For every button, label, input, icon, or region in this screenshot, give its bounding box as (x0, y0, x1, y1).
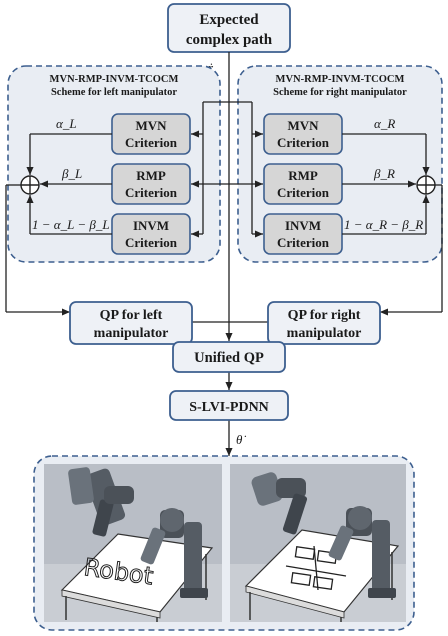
right-rmp-line2: Criterion (277, 185, 330, 200)
right-sum-node (416, 175, 436, 195)
theta-dot-label: θ̇ (236, 432, 246, 447)
left-rmp-line2: Criterion (125, 185, 178, 200)
left-rmp-line1: RMP (136, 168, 166, 183)
left-mvn-line2: Criterion (125, 135, 178, 150)
right-robot-arm-a (251, 472, 308, 535)
left-scheme-title-line2: Scheme for left manipulator (51, 87, 177, 98)
right-weight-beta: β_R (373, 166, 395, 181)
connector-lines (5, 52, 443, 456)
solver-box (169, 390, 289, 421)
left-weight-alpha: α_L (56, 116, 77, 131)
right-rmp-line1: RMP (288, 168, 318, 183)
qp-right-line2: manipulator (287, 326, 362, 341)
left-simulation-scene: Robot (44, 464, 222, 622)
qp-left-box (69, 301, 193, 345)
right-scheme-title-line2: Scheme for right manipulator (273, 87, 407, 98)
expected-path-line1: Expected (199, 12, 259, 28)
qp-right-line1: QP for right (288, 308, 361, 323)
left-sum-node (20, 175, 40, 195)
qp-left-line2: manipulator (94, 326, 169, 341)
expected-path-line2: complex path (186, 32, 273, 48)
unified-qp-label: Unified QP (194, 350, 264, 366)
qp-right-box (267, 301, 381, 345)
right-invm-line1: INVM (285, 218, 321, 233)
unified-qp-box (172, 341, 286, 373)
right-weight-rest: 1 − α_R − β_R (344, 217, 423, 232)
qp-left-line1: QP for left (100, 308, 163, 323)
solver-label: S-LVI-PDNN (189, 400, 269, 415)
right-simulation-scene (230, 464, 406, 622)
left-weight-beta: β_L (61, 166, 82, 181)
left-scheme-title-line1: MVN-RMP-INVM-TCOCM (50, 74, 179, 85)
drawn-character (285, 545, 347, 591)
right-mvn-line1: MVN (287, 118, 319, 133)
left-invm-line1: INVM (133, 218, 169, 233)
left-mvn-line1: MVN (135, 118, 167, 133)
right-mvn-line2: Criterion (277, 135, 330, 150)
left-robot-arm-b (140, 508, 208, 598)
right-invm-line2: Criterion (277, 235, 330, 250)
left-invm-line2: Criterion (125, 235, 178, 250)
left-robot-arm-a (68, 467, 134, 537)
left-weight-rest: 1 − α_L − β_L (32, 217, 110, 232)
right-scheme-title-line1: MVN-RMP-INVM-TCOCM (276, 74, 405, 85)
right-robot-arm-b (328, 506, 396, 598)
right-weight-alpha: α_R (374, 116, 395, 131)
